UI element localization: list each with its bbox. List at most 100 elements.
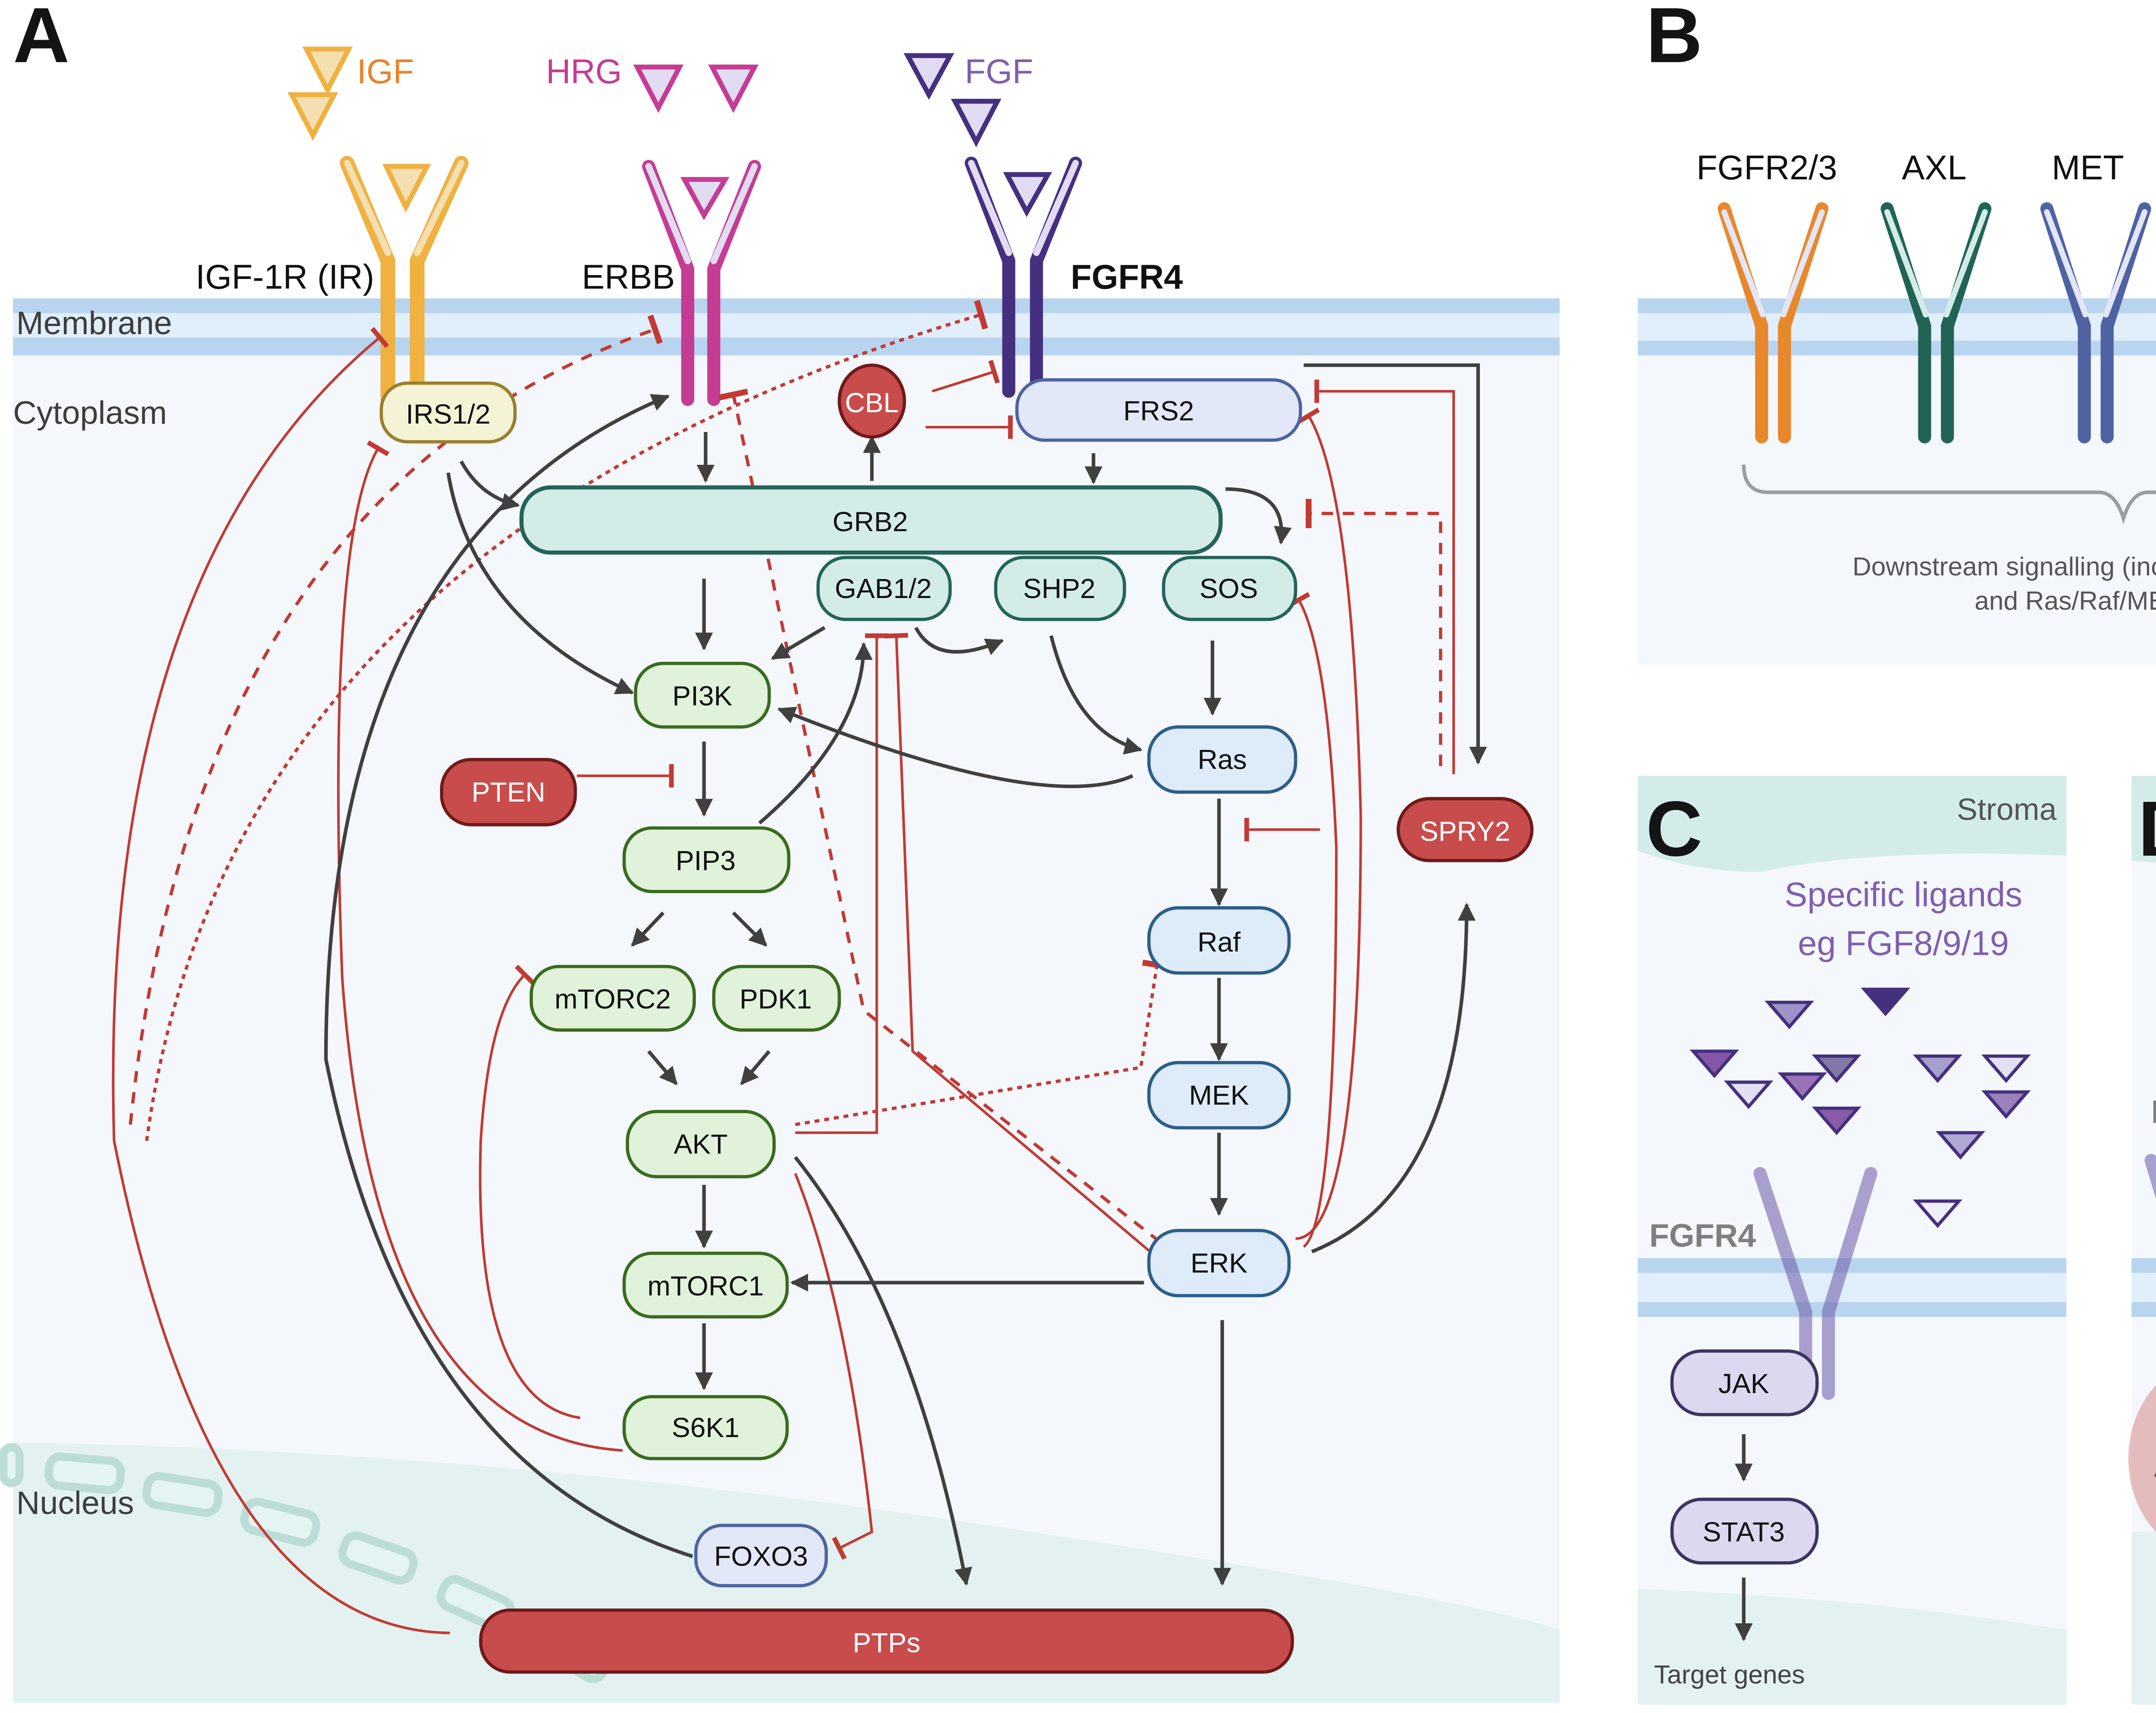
ligand-triangle bbox=[1981, 1054, 2031, 1083]
panel-label-b: B bbox=[1646, 0, 1702, 79]
label-cytoplasm: Cytoplasm bbox=[13, 395, 167, 431]
node-mtorc1[interactable]: mTORC1 bbox=[622, 1251, 789, 1318]
stroma-label: Stroma bbox=[1957, 792, 2056, 827]
ligand-triangle bbox=[1936, 1131, 1985, 1160]
svg-text:ERK: ERK bbox=[1191, 1247, 1247, 1278]
label-membrane: Membrane bbox=[16, 305, 172, 341]
panel-b: B FGFR2/3 AXL MET Other RTKs Downstream … bbox=[1638, 0, 2156, 665]
node-mek[interactable]: MEK bbox=[1147, 1061, 1291, 1130]
ligand-triangle bbox=[1777, 1072, 1827, 1101]
rtk-2 bbox=[2040, 202, 2151, 444]
receptor-label-igf1r: IGF-1R (IR) bbox=[196, 257, 374, 296]
rtk-label-fgfr23: FGFR2/3 bbox=[1696, 148, 1837, 187]
ligand-triangle bbox=[1913, 1054, 1963, 1083]
receptor-label-erbb: ERBB bbox=[582, 257, 675, 296]
node-jak[interactable]: JAK bbox=[1670, 1349, 1819, 1416]
panel-b-cytoplasm bbox=[1638, 298, 2156, 665]
ligand-label-igf: IGF bbox=[357, 52, 414, 91]
ligand-igf: IGF bbox=[288, 47, 414, 141]
receptor-fgfr4: FGFR4 bbox=[965, 157, 1183, 398]
ligand-triangle bbox=[1981, 1090, 2031, 1119]
ligand-triangle bbox=[1724, 1080, 1774, 1109]
akt-erk-label: AKT/ERK bbox=[2154, 1453, 2156, 1482]
ligand-hrg: HRG bbox=[546, 52, 759, 113]
target-genes-label: Target genes bbox=[1654, 1660, 1805, 1689]
node-akt[interactable]: AKT bbox=[626, 1110, 776, 1178]
ligand-triangle bbox=[1811, 1106, 1861, 1135]
inhibition-zone bbox=[2128, 1385, 2156, 1532]
svg-text:Ras: Ras bbox=[1197, 744, 1247, 775]
ligand-triangle bbox=[1861, 987, 1911, 1016]
svg-text:FRS2: FRS2 bbox=[1123, 395, 1194, 426]
node-pip3[interactable]: PIP3 bbox=[622, 826, 790, 893]
svg-text:mTORC1: mTORC1 bbox=[647, 1270, 764, 1301]
svg-text:PTPs: PTPs bbox=[852, 1627, 920, 1658]
node-grb2[interactable]: GRB2 bbox=[519, 485, 1223, 555]
receptor-erbb: ERBB bbox=[582, 160, 761, 406]
rtk-1 bbox=[1880, 202, 1992, 444]
node-gab[interactable]: GAB1/2 bbox=[816, 556, 952, 621]
node-shp2[interactable]: SHP2 bbox=[994, 556, 1126, 621]
svg-text:PDK1: PDK1 bbox=[740, 983, 812, 1015]
fgfr4-label-c: FGFR4 bbox=[1649, 1218, 1756, 1254]
ligand-fgf: FGF bbox=[903, 52, 1033, 147]
rtk-0 bbox=[1717, 202, 1829, 444]
label-nucleus: Nucleus bbox=[16, 1485, 134, 1521]
node-raf[interactable]: Raf bbox=[1147, 906, 1291, 975]
rtk-label-met: MET bbox=[2052, 148, 2124, 187]
activation-edges bbox=[324, 363, 1487, 1586]
svg-text:SOS: SOS bbox=[1200, 573, 1258, 604]
rtk-label-axl: AXL bbox=[1902, 148, 1966, 187]
ligand-cluster bbox=[1689, 987, 2031, 1228]
panel-a: A Membrane Cytoplasm Nucleus IGF HRG FGF bbox=[0, 0, 1560, 1703]
brace-icon bbox=[1742, 464, 2156, 525]
svg-text:GAB1/2: GAB1/2 bbox=[835, 573, 932, 604]
ligand-triangle bbox=[1689, 1049, 1739, 1078]
node-frs2[interactable]: FRS2 bbox=[1015, 378, 1302, 442]
panel-label-a: A bbox=[13, 0, 69, 79]
svg-text:mTORC2: mTORC2 bbox=[555, 983, 671, 1015]
ligand-triangle bbox=[1811, 1054, 1861, 1083]
fgfr4-label-d: FGFR4 bbox=[2151, 1094, 2156, 1130]
svg-text:SHP2: SHP2 bbox=[1023, 573, 1096, 604]
receptor-igf1r: IGF-1R (IR) bbox=[196, 156, 469, 407]
svg-text:PTEN: PTEN bbox=[471, 777, 545, 808]
node-pi3k[interactable]: PI3K bbox=[634, 661, 771, 729]
node-ptps[interactable]: PTPs bbox=[479, 1608, 1294, 1674]
node-ras[interactable]: Ras bbox=[1147, 725, 1297, 794]
inhibition-edges bbox=[112, 300, 1455, 1635]
panel-label-c: C bbox=[1646, 786, 1702, 873]
panel-label-d: D bbox=[2138, 786, 2156, 873]
node-erk[interactable]: ERK bbox=[1147, 1229, 1291, 1297]
node-irs[interactable]: IRS1/2 bbox=[379, 381, 517, 444]
svg-text:PI3K: PI3K bbox=[672, 680, 732, 711]
receptor-label-fgfr4: FGFR4 bbox=[1071, 257, 1183, 296]
node-foxo3[interactable]: FOXO3 bbox=[694, 1524, 828, 1588]
ligand-text-1: Specific ligands bbox=[1785, 875, 2022, 914]
svg-text:SPRY2: SPRY2 bbox=[1420, 816, 1510, 847]
ligand-label-fgf: FGF bbox=[965, 52, 1033, 91]
ligand-triangle bbox=[1764, 1000, 1814, 1030]
stroma-region bbox=[1638, 776, 2067, 872]
svg-text:Raf: Raf bbox=[1197, 927, 1241, 958]
node-stat3[interactable]: STAT3 bbox=[1670, 1497, 1819, 1565]
node-s6k1[interactable]: S6K1 bbox=[622, 1395, 789, 1460]
svg-text:IRS1/2: IRS1/2 bbox=[406, 398, 490, 429]
node-spry2[interactable]: SPRY2 bbox=[1396, 797, 1534, 862]
ligand-text-2: eg FGF8/9/19 bbox=[1798, 924, 2009, 962]
node-pten[interactable]: PTEN bbox=[440, 758, 577, 827]
ligand-triangle bbox=[1913, 1199, 1963, 1228]
svg-text:STAT3: STAT3 bbox=[1703, 1516, 1785, 1547]
downstream-caption-1: Downstream signalling (incl PI3K/AKT/mTO… bbox=[1852, 552, 2156, 581]
svg-text:PIP3: PIP3 bbox=[676, 845, 736, 876]
node-mtorc2[interactable]: mTORC2 bbox=[530, 965, 696, 1032]
node-cbl[interactable]: CBL bbox=[837, 363, 906, 439]
downstream-caption-2: and Ras/Raf/MEK/ERK) bbox=[1974, 586, 2156, 615]
svg-text:MEK: MEK bbox=[1189, 1080, 1249, 1111]
node-sos[interactable]: SOS bbox=[1162, 556, 1297, 621]
svg-text:AKT: AKT bbox=[674, 1129, 728, 1160]
node-pdk1[interactable]: PDK1 bbox=[712, 965, 841, 1032]
ligand-label-hrg: HRG bbox=[546, 52, 622, 91]
svg-text:FOXO3: FOXO3 bbox=[714, 1541, 808, 1572]
